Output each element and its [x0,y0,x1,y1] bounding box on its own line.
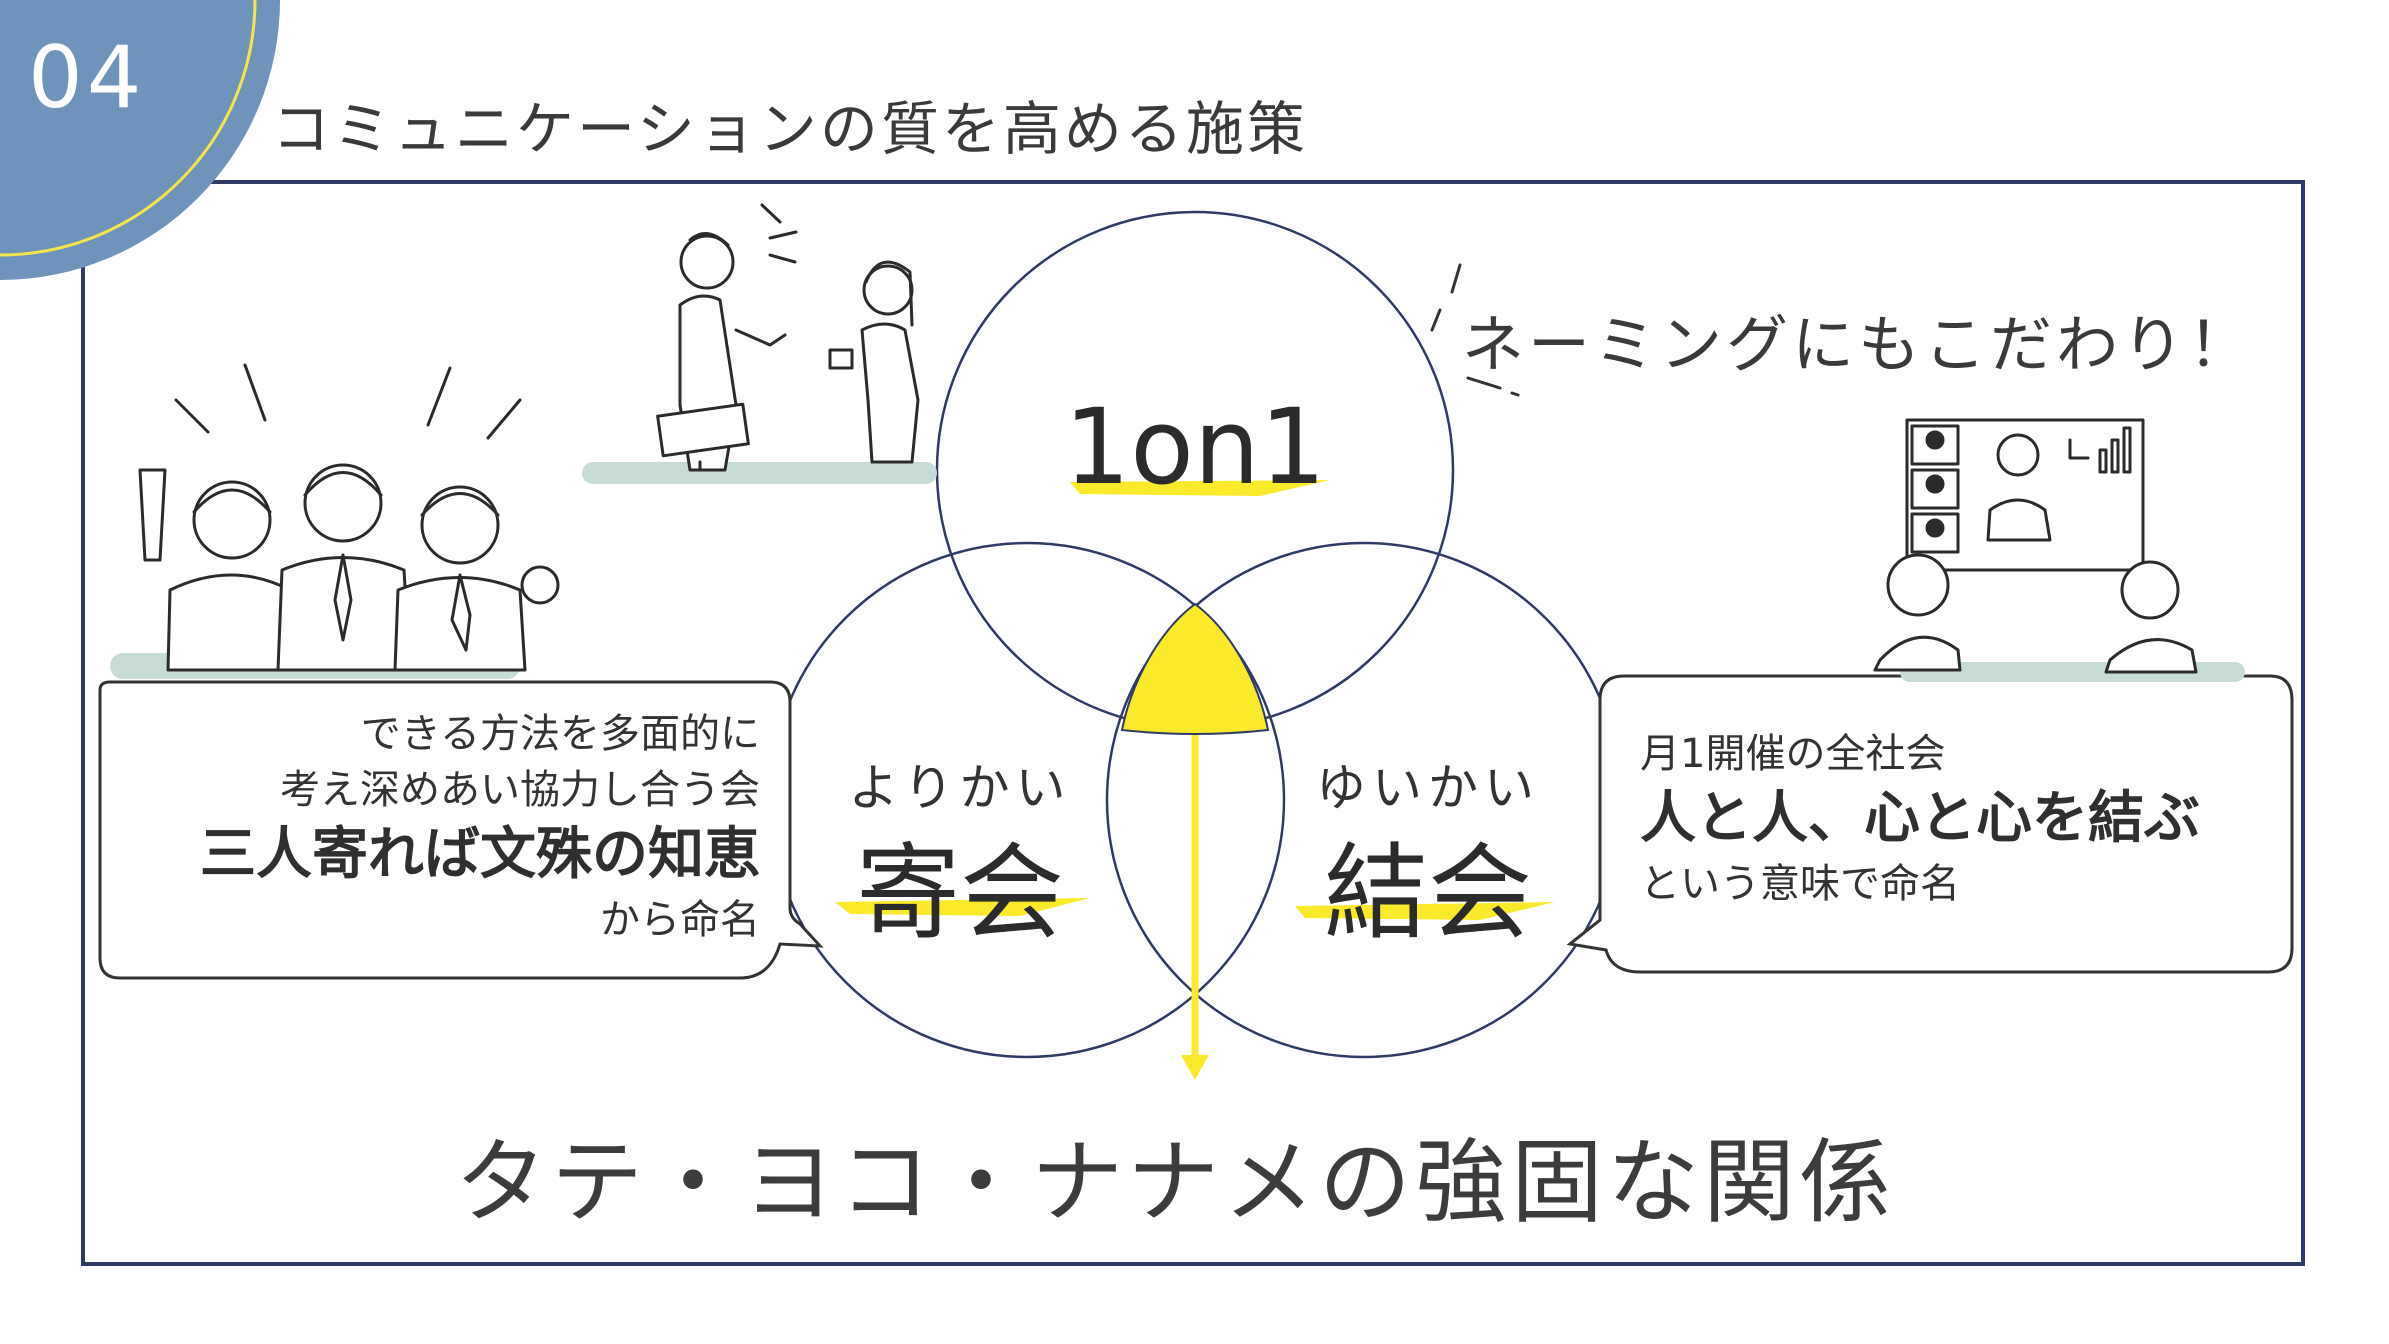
right-bubble-text: 月1開催の全社会 人と人、心と心を結ぶ という意味で命名 [1640,726,2280,912]
right-bubble-emphasis: 人と人、心と心を結ぶ [1640,786,2200,851]
result-text: タテ・ヨコ・ナナメの強固な関係 [455,1129,1896,1236]
underline-yuikai [1295,902,1555,920]
label-yorikai: 寄会 [855,832,1064,954]
left-bubble-line4: から命名 [600,897,760,943]
section-number: 04 [28,28,146,128]
label-yuikai: 結会 [1323,832,1532,954]
underline-1on1 [1070,480,1330,496]
ruby-yorikai: よりかい [848,759,1072,817]
naming-note: ネーミングにもこだわり！ [1462,308,2255,381]
down-arrow-icon [1181,735,1209,1080]
page-title: コミュニケーションの質を高める施策 [272,95,1308,163]
right-bubble-line1: 月1開催の全社会 [1640,731,1946,777]
right-bubble-line3: という意味で命名 [1640,861,1960,907]
right-speech-bubble [1566,674,2294,974]
underline-yorikai [835,898,1090,916]
two-people-talking-illustration [582,203,937,484]
left-bubble-line2: 考え深めあい協力し合う会 [280,767,760,813]
left-speech-bubble [98,680,824,980]
left-bubble-text: できる方法を多面的に 考え深めあい協力し合う会 三人寄れば文殊の知恵 から命名 [110,706,760,948]
left-bubble-emphasis: 三人寄れば文殊の知恵 [200,822,760,887]
venn-center-highlight [1120,602,1270,735]
online-meeting-illustration [1873,418,2245,682]
corner-badge [0,0,280,280]
ruby-yuikai: ゆいかい [1316,759,1540,817]
three-people-cheering-illustration [110,363,560,679]
label-1on1: 1on1 [1064,386,1326,508]
emphasis-lines-icon [1430,263,1520,397]
left-bubble-line1: できる方法を多面的に [360,711,760,757]
content-frame [81,180,2305,1266]
